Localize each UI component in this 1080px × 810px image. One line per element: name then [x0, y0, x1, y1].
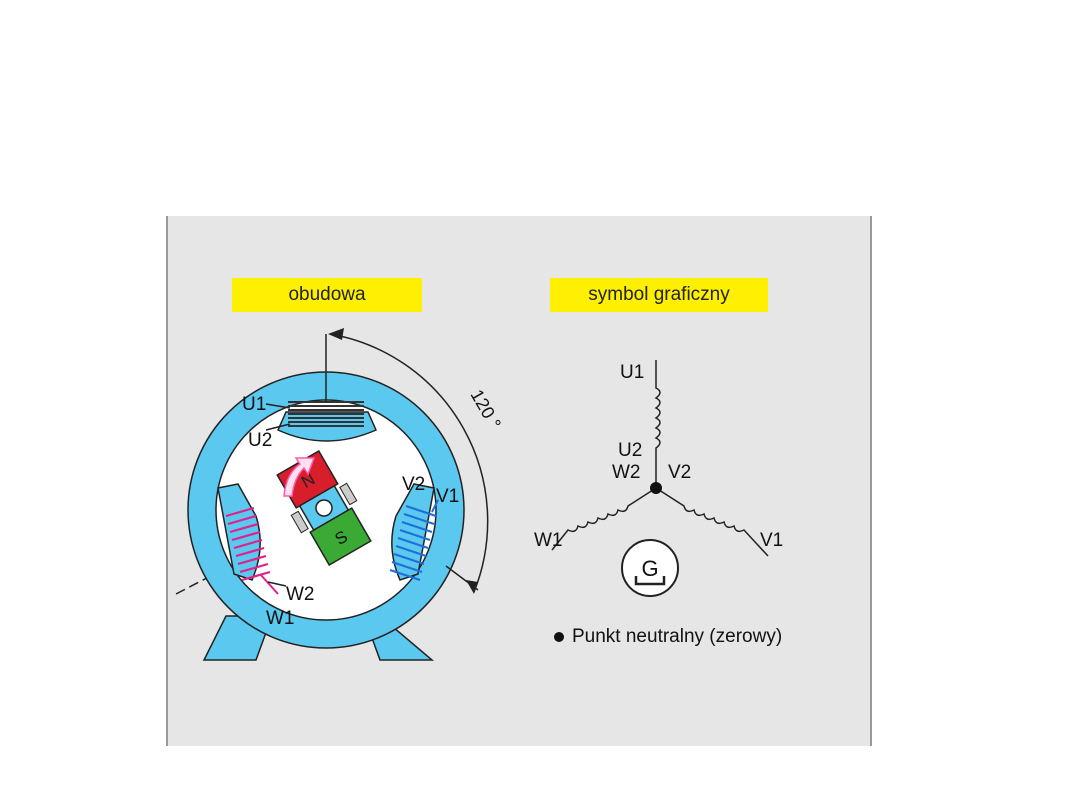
coil-w-lead: [259, 573, 279, 595]
pole-w: [217, 483, 261, 581]
label-w2: W2: [286, 584, 315, 605]
coil-u-lead-u1: [265, 403, 291, 409]
winding-u: [654, 360, 661, 488]
neutral-point: [650, 482, 662, 494]
label-u2: U2: [248, 430, 272, 451]
diagram-panel: N S 120 ° U1 U2 V2 V1 W2 W1 U1 U2 W2 V2: [166, 216, 872, 746]
angle-ray: [445, 565, 479, 591]
symbol-label-u1: U1: [620, 362, 644, 383]
legend: Punkt neutralny (zerowy): [554, 626, 782, 648]
rotor-south: [309, 507, 372, 567]
coil-v: [389, 504, 437, 582]
label-w1: W1: [266, 608, 295, 629]
star-symbol: [551, 360, 769, 557]
legend-text: Punkt neutralny (zerowy): [572, 626, 783, 647]
angle-arrowhead-top: [328, 328, 344, 340]
label-v1: V1: [436, 486, 459, 507]
coil-v-lead: [431, 499, 439, 513]
symbol-label-w2: W2: [612, 462, 641, 483]
winding-v: [655, 487, 769, 557]
angle-arc: [329, 333, 489, 593]
coil-w: [225, 506, 271, 582]
coil-u: [288, 401, 364, 427]
label-v2: V2: [402, 474, 425, 495]
symbol-label: symbol graficzny: [550, 278, 768, 312]
generator-letter: G: [641, 556, 658, 581]
symbol-label-w1: W1: [534, 530, 563, 551]
legend-dot-icon: [554, 632, 564, 642]
coil-u-lead-u2: [265, 423, 291, 431]
rotation-arrow: [283, 457, 316, 497]
rotor-shaft: [315, 499, 333, 517]
symbol-label-v1: V1: [760, 530, 783, 551]
winding-w: [551, 487, 657, 551]
housing-label: obudowa: [232, 278, 422, 312]
angle-label: 120 °: [467, 386, 505, 433]
symbol-label-v2: V2: [668, 462, 691, 483]
label-u1: U1: [242, 394, 266, 415]
coil-w-lead-black: [267, 581, 287, 587]
symbol-label-u2: U2: [618, 440, 642, 461]
generator-base: [634, 576, 666, 586]
generator-figure: N S 120 ° U1 U2 V2 V1 W2 W1 U1 U2 W2 V2: [175, 328, 783, 661]
